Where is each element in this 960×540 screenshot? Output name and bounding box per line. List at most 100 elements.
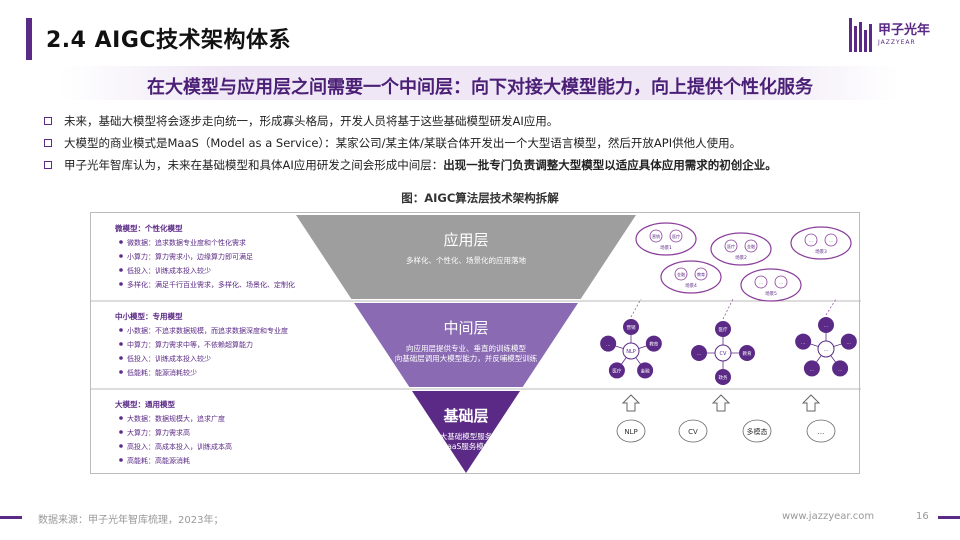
- layer-desc: 大基础模型服务: [440, 431, 493, 441]
- hub-node-label: ...: [824, 324, 828, 329]
- dot-bullet-icon: [119, 430, 123, 434]
- base-model-label: CV: [688, 428, 698, 436]
- hub-node-label: 教育: [743, 350, 752, 357]
- group-item: 小算力：算力需求小，边缘算力即可满足: [127, 252, 253, 261]
- figure-title: 图：AIGC算法层技术架构拆解: [401, 191, 559, 205]
- footer-accent-left: [0, 516, 22, 519]
- hub-node-label: 金融: [641, 367, 650, 374]
- base-model-node: [616, 419, 646, 443]
- scenario-node: [824, 233, 838, 247]
- square-bullet-icon: [44, 117, 52, 125]
- page-title: 2.4 AIGC技术架构体系: [46, 28, 292, 53]
- scenario-node-label: ...: [829, 238, 833, 243]
- connector-line: [825, 298, 837, 316]
- hub-center: [714, 344, 732, 362]
- up-arrow-icon: [801, 394, 821, 412]
- hub-node-label: ...: [697, 352, 701, 357]
- dot-bullet-icon: [119, 254, 123, 258]
- hub-node: [691, 345, 707, 361]
- scenario-label: 场景2: [735, 254, 747, 261]
- hub-node: [600, 335, 617, 352]
- base-model-label: 多模态: [747, 427, 768, 436]
- scenario-node: [669, 229, 683, 243]
- hub-node: [715, 369, 731, 385]
- base-model-label: NLP: [624, 428, 637, 436]
- dot-bullet-icon: [119, 268, 123, 272]
- layer-desc: 多样化、个性化、场景化的应用落地: [406, 255, 526, 265]
- hub-node-label: 医疗: [719, 326, 728, 333]
- hub-node: [832, 360, 849, 377]
- group-item: 低投入：训练成本投入较少: [127, 354, 211, 363]
- base-model-node: [678, 419, 708, 443]
- group-item: 高能耗：高能源消耗: [127, 456, 190, 465]
- hub-center-label: NLP: [626, 349, 636, 355]
- hub-node-label: ...: [810, 367, 814, 372]
- scenario-node: [754, 275, 768, 289]
- hub-node-label: 教育: [649, 341, 658, 348]
- scenario-node-label: ...: [759, 280, 763, 285]
- architecture-svg: 应用层多样化、个性化、场景化的应用落地中间层向应用层提供专业、垂直的训练模型向基…: [91, 215, 861, 473]
- page-number: 16: [916, 511, 929, 522]
- scenario-node-label: 金融: [677, 271, 685, 277]
- scenario-node: [694, 267, 708, 281]
- footer-url: www.jazzyear.com: [782, 511, 875, 522]
- pyramid-layer-2: [353, 303, 579, 387]
- hub-node-label: ...: [801, 341, 805, 346]
- hub-node-label: 营销: [627, 324, 636, 331]
- scenario-cluster: [740, 268, 802, 302]
- scenario-node: [744, 239, 758, 253]
- up-arrow-icon: [711, 394, 731, 412]
- scenario-cluster: [660, 260, 722, 294]
- bullet-item: 甲子光年智库认为，未来在基础模型和具体AI应用研发之间会形成中间层：出现一批专门…: [44, 154, 924, 176]
- group-heading: 中小模型：专用模型: [115, 311, 183, 321]
- up-arrow-icon: [621, 394, 641, 412]
- scenario-cluster: [710, 232, 772, 266]
- dot-bullet-icon: [119, 444, 123, 448]
- hub-node: [715, 321, 731, 337]
- scenario-node-label: 医疗: [672, 233, 680, 239]
- group-heading: 大模型：通用模型: [115, 399, 175, 409]
- scenario-label: 场景3: [815, 248, 827, 255]
- pyramid-layer-3: [411, 391, 521, 473]
- scenario-label: 场景4: [685, 282, 697, 289]
- square-bullet-icon: [44, 139, 52, 147]
- dot-bullet-icon: [119, 342, 123, 346]
- connector-line: [630, 298, 642, 318]
- hub-node: [623, 319, 639, 335]
- bullet-item: 大模型的商业模式是MaaS（Model as a Service）：某家公司/某…: [44, 132, 924, 154]
- scenario-cluster: [635, 222, 697, 256]
- hub-node: [739, 345, 755, 361]
- hub-center: [817, 340, 835, 358]
- scenario-cluster: [790, 226, 852, 260]
- hub-node-label: ...: [606, 343, 610, 348]
- scenario-node: [724, 239, 738, 253]
- footer-accent-right: [938, 516, 960, 519]
- scenario-node-label: 金融: [747, 243, 755, 249]
- hub-node: [795, 333, 812, 350]
- layer-name: 中间层: [443, 319, 488, 337]
- hub-node: [637, 362, 654, 379]
- hub-node-label: 医疗: [612, 367, 621, 374]
- group-item: 中算力：算力需求中等，不依赖超算能力: [127, 340, 253, 349]
- connector-line: [722, 298, 734, 320]
- group-item: 低投入：训练成本投入较少: [127, 266, 211, 275]
- layer-desc: MaaS服务模式: [441, 441, 492, 451]
- scenario-node: [774, 275, 788, 289]
- group-heading: 微模型：个性化模型: [114, 223, 183, 233]
- dot-bullet-icon: [119, 458, 123, 462]
- subtitle: 在大模型与应用层之间需要一个中间层：向下对接大模型能力，向上提供个性化服务: [147, 77, 813, 98]
- hub-center-label: ...: [824, 347, 829, 353]
- square-bullet-icon: [44, 161, 52, 169]
- hub-node: [608, 362, 625, 379]
- group-item: 大数据：数据规模大，追求广度: [127, 414, 225, 423]
- layer-name: 基础层: [442, 407, 488, 425]
- scenario-node: [804, 233, 818, 247]
- bullet-text: 未来，基础大模型将会逐步走向统一，形成寡头格局，开发人员将基于这些基础模型研发A…: [64, 114, 559, 128]
- hub-node: [818, 317, 834, 333]
- title-accent-bar: [26, 18, 32, 60]
- group-item: 低能耗：能源消耗较少: [127, 368, 197, 377]
- scenario-node-label: ...: [779, 280, 783, 285]
- layer-desc: 向基础层调用大模型能力，并反哺模型训练: [395, 353, 538, 363]
- base-model-node: [742, 419, 772, 443]
- brand-logo: 甲子光年 JAZZYEAR: [848, 18, 930, 52]
